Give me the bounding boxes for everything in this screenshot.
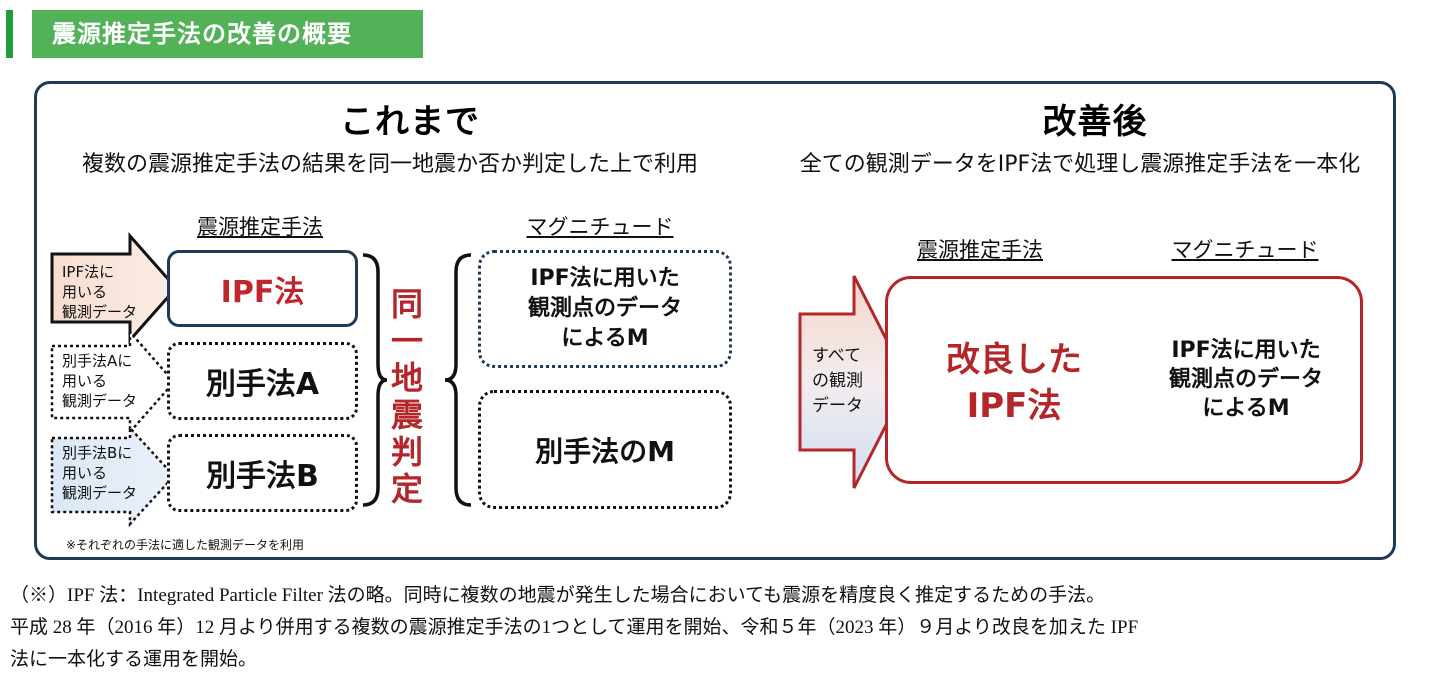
method-a-input-arrow [50,328,176,436]
method-b-input-text: 別手法Bに 用いる 観測データ [62,444,138,502]
all-data-input-text: すべて の観測 データ [812,346,863,416]
method-a-input-text: 別手法Aに 用いる 観測データ [62,352,138,410]
magnitudes-left-brace [444,253,472,507]
after-title: 改善後 [1042,102,1148,142]
before-magnitude-label: マグニチュード [526,215,674,239]
after-subtitle: 全ての観測データをIPF法で処理し震源推定手法を一本化 [799,152,1361,177]
diagram-frame [34,81,1396,560]
after-method-box [885,276,1363,484]
all-data-input-arrow [798,275,910,489]
ipf-method-box: IPF法 [167,250,358,327]
ipf-input-arrow [50,232,179,344]
before-title: これまで [340,102,480,142]
footnote: （※）IPF 法：Integrated Particle Filter 法の略。… [10,585,1139,670]
header-accent-bar [6,10,13,58]
before-note: ※それぞれの手法に適した観測データを利用 [66,538,305,552]
method-b-input-arrow [50,424,176,528]
ipf-magnitude-box: IPF法に用いた 観測点のデータ によるM [478,250,732,368]
improved-ipf-label: 改良した IPF法 [946,340,1082,426]
before-method-label: 震源推定手法 [197,215,323,239]
before-subtitle: 複数の震源推定手法の結果を同一地震か否か判定した上で利用 [81,152,698,177]
method-a-box: 別手法A [167,342,358,420]
header-title: 震源推定手法の改善の概要 [32,10,423,58]
other-method-magnitude-box: 別手法のM [478,390,732,509]
input-arrows [50,232,179,528]
after-magnitude-text: IPF法に用いた 観測点のデータ によるM [1168,338,1323,421]
after-method-label: 震源推定手法 [917,238,1043,262]
after-magnitude-label: マグニチュード [1171,238,1319,262]
ipf-input-text: IPF法に 用いる 観測データ [62,263,138,321]
method-b-box: 別手法B [167,434,358,512]
methods-right-brace [362,253,388,507]
same-earthquake-judgement: 同 一 地 震 判 定 [390,285,423,508]
